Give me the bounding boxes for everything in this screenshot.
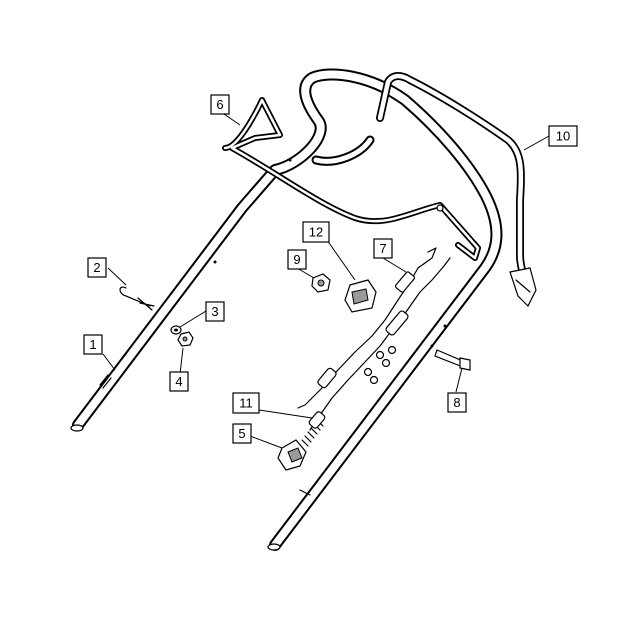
- leader-3: [179, 310, 207, 328]
- right-tube-mark: [299, 489, 311, 496]
- callout-11[interactable]: 11: [232, 392, 260, 414]
- svg-text:5: 5: [238, 426, 245, 441]
- svg-text:6: 6: [216, 97, 223, 112]
- leader-6: [223, 113, 241, 126]
- cable-clip[interactable]: [277, 439, 307, 471]
- callout-8[interactable]: 8: [447, 392, 467, 413]
- svg-text:2: 2: [93, 260, 100, 275]
- nut-9[interactable]: [311, 273, 331, 293]
- nut-4[interactable]: [177, 331, 194, 347]
- svg-text:3: 3: [211, 304, 218, 319]
- cable-guide[interactable]: [344, 279, 377, 313]
- callout-4[interactable]: 4: [169, 371, 189, 392]
- inner-hook-inner: [313, 137, 373, 164]
- left-tube-slot: [99, 374, 109, 386]
- tube-hole: [430, 344, 434, 348]
- right-tube-end: [267, 543, 281, 551]
- leader-7: [382, 257, 407, 273]
- tube-hole: [288, 158, 292, 162]
- leader-9: [296, 267, 315, 279]
- drive-bail[interactable]: [376, 72, 537, 308]
- hook-bolt[interactable]: [119, 286, 155, 311]
- leader-4: [179, 347, 184, 375]
- leader-11: [258, 409, 313, 419]
- cable-spring[interactable]: [301, 411, 326, 447]
- leader-10: [523, 135, 550, 151]
- callout-10[interactable]: 10: [548, 125, 578, 147]
- left-tube-end: [70, 424, 84, 432]
- callout-3[interactable]: 3: [205, 301, 225, 322]
- svg-text:4: 4: [175, 374, 182, 389]
- svg-text:9: 9: [293, 252, 300, 267]
- callout-12[interactable]: 12: [302, 221, 330, 243]
- callout-2[interactable]: 2: [87, 257, 107, 278]
- callout-6[interactable]: 6: [210, 94, 230, 115]
- tube-hole: [443, 324, 447, 328]
- washer-hole: [174, 328, 178, 332]
- control-cable[interactable]: [297, 247, 451, 431]
- leader-2: [107, 267, 127, 286]
- leader-12: [326, 239, 356, 281]
- callout-5[interactable]: 5: [232, 423, 252, 444]
- leader-1: [102, 353, 116, 371]
- leader-5: [249, 435, 283, 449]
- leader-8: [455, 367, 463, 393]
- callout-9[interactable]: 9: [287, 249, 307, 270]
- svg-text:1: 1: [89, 337, 96, 352]
- bolt-8[interactable]: [434, 349, 471, 371]
- svg-text:12: 12: [309, 225, 323, 240]
- svg-text:10: 10: [556, 129, 570, 144]
- callout-7[interactable]: 7: [373, 238, 393, 259]
- left-tube-slot-2: [102, 377, 112, 389]
- callout-1[interactable]: 1: [83, 334, 103, 355]
- svg-text:11: 11: [239, 396, 253, 411]
- svg-text:7: 7: [379, 241, 386, 256]
- tube-hole: [213, 260, 217, 264]
- upper-handle[interactable]: [72, 68, 503, 551]
- svg-text:8: 8: [453, 395, 460, 410]
- safety-bail[interactable]: [222, 97, 481, 261]
